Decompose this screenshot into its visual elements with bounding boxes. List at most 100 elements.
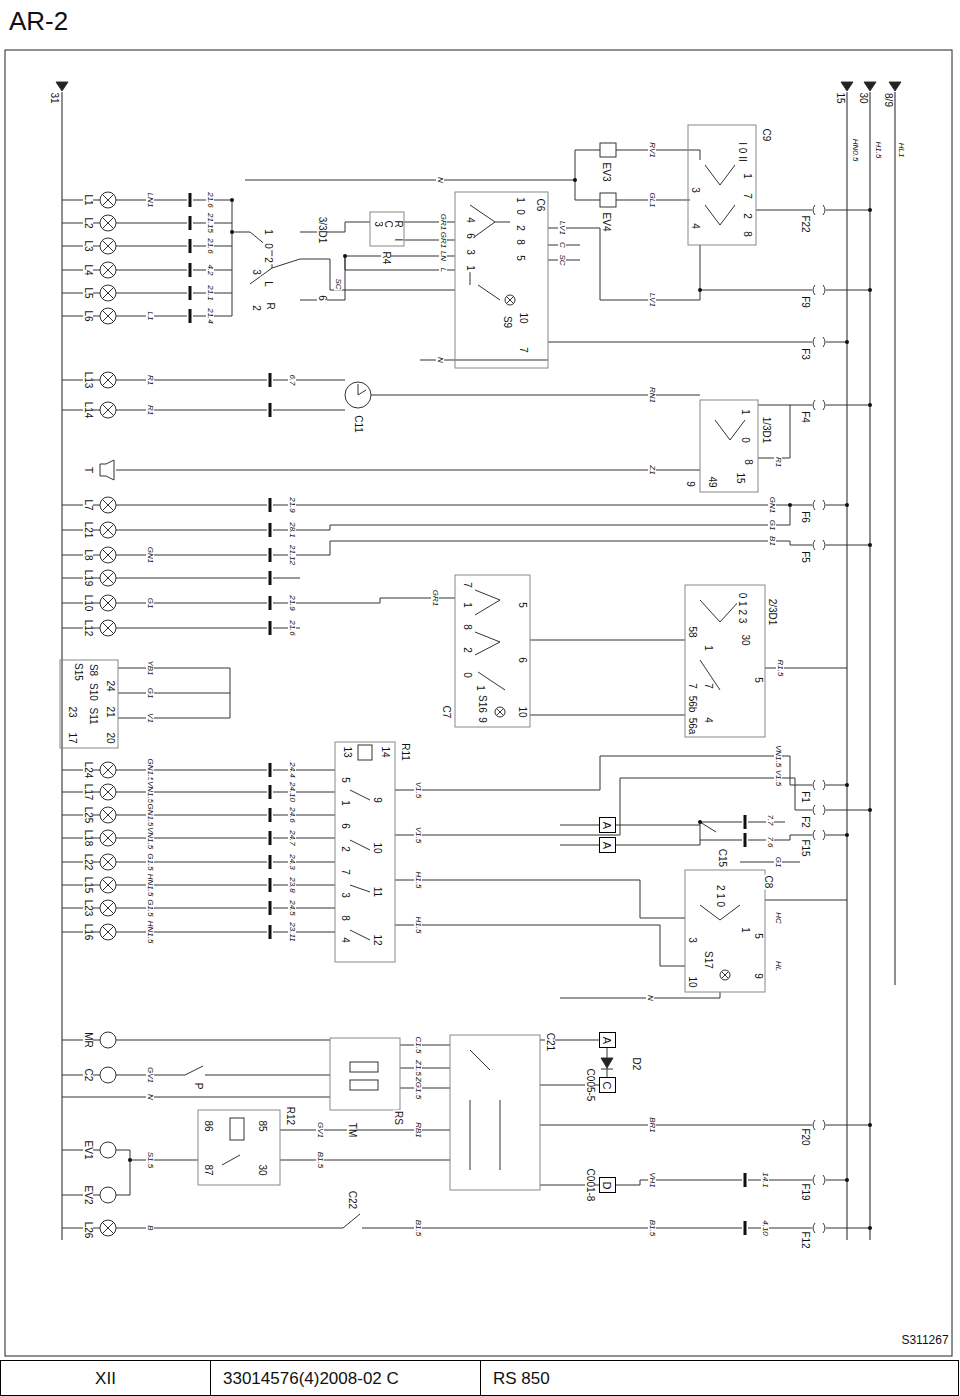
wire-label: 21.15 — [206, 212, 214, 234]
lamp-symbol — [100, 924, 116, 940]
wire-label: GN1 — [146, 546, 154, 564]
fuse-symbol — [813, 805, 870, 815]
lamp-symbol-cross — [102, 902, 113, 913]
wire-label: B1 — [768, 535, 776, 547]
lamp-symbol-cross — [102, 856, 113, 867]
relay-coil — [358, 745, 372, 760]
lamp-symbol — [100, 497, 116, 513]
component-label: 4 — [340, 936, 350, 944]
lamp-symbol — [100, 762, 116, 778]
component-label: L16 — [83, 923, 93, 942]
wire-label: R1 — [146, 404, 154, 416]
wire-label: B1.5 — [414, 1219, 422, 1237]
terminal-letter: A — [602, 841, 613, 848]
wire — [765, 900, 847, 901]
wire-label: G1.5 — [146, 898, 154, 917]
junction-dot — [868, 403, 872, 407]
lamp-symbol-cross — [102, 287, 113, 298]
wire — [616, 150, 700, 160]
component-label: S10 — [88, 682, 98, 702]
lamp-symbol — [100, 215, 116, 231]
component-label: 21 — [105, 705, 115, 718]
component-label: 2/3D1 — [767, 598, 777, 627]
wire-label: 24.10 — [288, 781, 296, 803]
wire — [470, 1100, 500, 1170]
terminal-letter: A — [602, 821, 613, 828]
wire — [478, 285, 500, 300]
wire — [118, 693, 230, 694]
wire-label: 4.10 — [761, 1219, 769, 1237]
wire — [475, 632, 500, 655]
lamp-symbol-cross — [102, 404, 113, 415]
component-label: 3 — [340, 891, 350, 899]
component-label: F19 — [800, 1182, 810, 1201]
junction-dot — [788, 503, 792, 507]
switch-outline — [688, 125, 756, 245]
connector-pin — [189, 263, 192, 277]
wire — [548, 342, 812, 343]
connector-pin — [269, 498, 272, 512]
component-label: C11 — [353, 414, 363, 434]
wire-label: RN1 — [648, 386, 656, 404]
component-label: 11 — [372, 886, 382, 898]
wire — [530, 640, 685, 641]
wire — [185, 1066, 203, 1075]
wire-label: VN1.5 — [146, 780, 154, 804]
wire-label: R1 — [774, 456, 782, 468]
junction-dot — [845, 833, 849, 837]
lamp-symbol — [100, 877, 116, 893]
drawing-number: S311267 — [900, 1334, 949, 1346]
component-label: 17 — [67, 731, 77, 744]
relay-outline — [198, 1110, 280, 1185]
wire-label: C1.5 — [414, 1036, 422, 1055]
wire — [700, 660, 720, 690]
connector-pin — [189, 309, 192, 323]
component-label: 0 — [515, 208, 525, 216]
wire-label: 24.5 — [288, 899, 296, 917]
wire-label: V1.5 — [414, 781, 422, 799]
component-label: L19 — [83, 569, 93, 588]
component-label: 5 — [340, 776, 350, 784]
fuse-symbol — [813, 830, 847, 840]
connector-pin — [269, 901, 272, 915]
fuse-symbol — [813, 1223, 870, 1233]
wire-label: G1 — [774, 856, 782, 869]
valve-coil — [600, 193, 616, 207]
wire — [118, 718, 230, 719]
connector-pin — [269, 596, 272, 610]
fuse-symbol — [813, 337, 847, 347]
title-block-cell: RS 850 — [480, 1360, 959, 1396]
wire-label: Z1 — [648, 464, 656, 475]
component-label: C — [383, 219, 393, 228]
component-label: 31 — [49, 91, 59, 104]
connector-pin — [189, 193, 192, 207]
lamp-symbol-cross — [102, 764, 113, 775]
component-label: 1 — [462, 601, 472, 609]
connector-pin — [269, 855, 272, 869]
relay-coil — [230, 1118, 244, 1140]
clock-hand — [358, 384, 366, 395]
component-label: 3 — [251, 268, 261, 276]
component-label: 5 — [753, 932, 763, 940]
component-label: 5 — [515, 254, 525, 262]
horn-symbol — [100, 460, 114, 480]
component-label: 6 — [517, 656, 527, 664]
lamp-symbol-cross — [102, 622, 113, 633]
lamp-symbol — [100, 807, 116, 823]
component-label: F3 — [800, 347, 810, 361]
wire — [62, 1160, 130, 1195]
switch-outline — [700, 400, 758, 492]
component-label: L24 — [83, 761, 93, 780]
wire-label: 23.8 — [288, 876, 296, 894]
component-label: 7 — [742, 192, 752, 200]
wire-label: 24.6 — [288, 806, 296, 824]
connector-pin — [269, 831, 272, 845]
component-label: S11 — [88, 706, 98, 725]
component-label: R11 — [400, 742, 410, 762]
connector-pin — [269, 925, 272, 939]
wire — [280, 1130, 450, 1131]
wire-label: N — [146, 1093, 154, 1101]
component-label: 1 — [703, 644, 713, 652]
switch-outline — [455, 575, 530, 727]
component-label: 8 — [462, 623, 472, 631]
